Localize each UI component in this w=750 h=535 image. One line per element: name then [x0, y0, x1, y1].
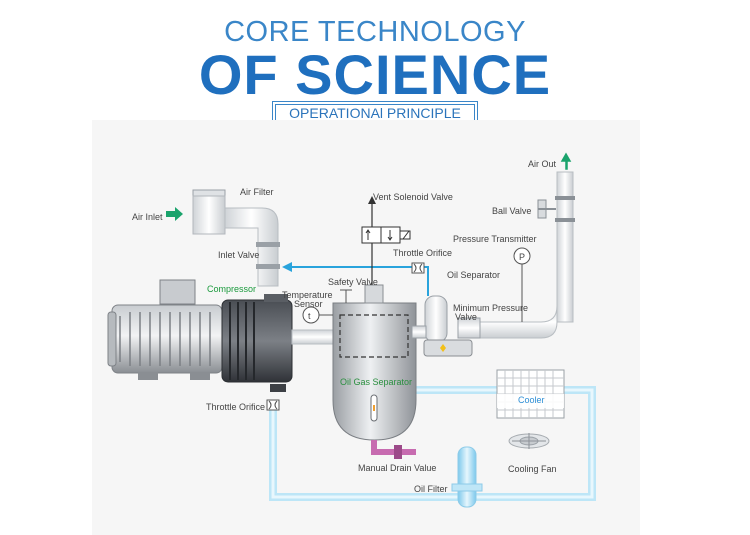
oil-separator-element — [411, 295, 481, 357]
control-line — [282, 262, 429, 296]
vent-solenoid-valve — [361, 196, 411, 285]
cooling-fan-label: Cooling Fan — [508, 464, 557, 474]
cooler-label: Cooler — [518, 395, 545, 405]
oil-separator-label: Oil Separator — [447, 270, 500, 280]
pressure-transmitter-label: Pressure Transmitter — [453, 234, 537, 244]
inlet-valve-label: Inlet Valve — [218, 250, 259, 260]
compressor-label: Compressor — [207, 284, 256, 294]
oil-gas-separator-label: Oil Gas Separator — [340, 377, 412, 387]
discharge-pipe — [291, 329, 339, 345]
temperature-sensor-label-line-2: Sensor — [294, 299, 323, 309]
throttle-orifice-bottom-label: Throttle Orifice — [206, 402, 265, 412]
oil-gas-separator-tank — [332, 284, 417, 441]
safety-valve-label: Safety Valve — [328, 277, 378, 287]
temperature-sensor-symbol — [302, 306, 333, 324]
pressure-symbol: P — [519, 252, 525, 262]
air-intake-pipe — [192, 189, 280, 287]
cooling-fan — [508, 433, 550, 449]
drain-pipe — [371, 440, 416, 459]
minimum-pressure-valve-label-line-1: Minimum Pressure — [453, 303, 528, 313]
air-out-label: Air Out — [528, 159, 557, 169]
air-inlet-arrow — [166, 207, 183, 221]
title-line-1: CORE TECHNOLOGY — [224, 16, 526, 48]
compressor-motor — [107, 279, 223, 380]
oil-filter-label: Oil Filter — [414, 484, 448, 494]
air-inlet-label: Air Inlet — [132, 212, 163, 222]
air-filter-label: Air Filter — [240, 187, 274, 197]
vent-solenoid-valve-label: Vent Solenoid Valve — [373, 192, 453, 202]
compressor-airend — [221, 294, 293, 392]
throttle-orifice-top-label: Throttle Orifice — [393, 248, 452, 258]
oil-filter — [451, 446, 483, 508]
minimum-pressure-valve-label-line-2: Valve — [455, 312, 477, 322]
throttle-orifice-top-symbol — [411, 262, 425, 274]
pressure-transmitter-symbol — [513, 247, 531, 322]
air-out-arrow — [560, 152, 572, 170]
temperature-sensor-label-line-1: Temperature — [282, 290, 333, 300]
cooler — [496, 369, 565, 419]
manual-drain-valve-label: Manual Drain Value — [358, 463, 436, 473]
ball-valve-label: Ball Valve — [492, 206, 531, 216]
throttle-orifice-bottom-symbol — [266, 399, 280, 411]
temperature-symbol: t — [308, 311, 311, 321]
air-out-pipe — [477, 171, 575, 339]
title-line-2: OF SCIENCE — [198, 43, 552, 106]
